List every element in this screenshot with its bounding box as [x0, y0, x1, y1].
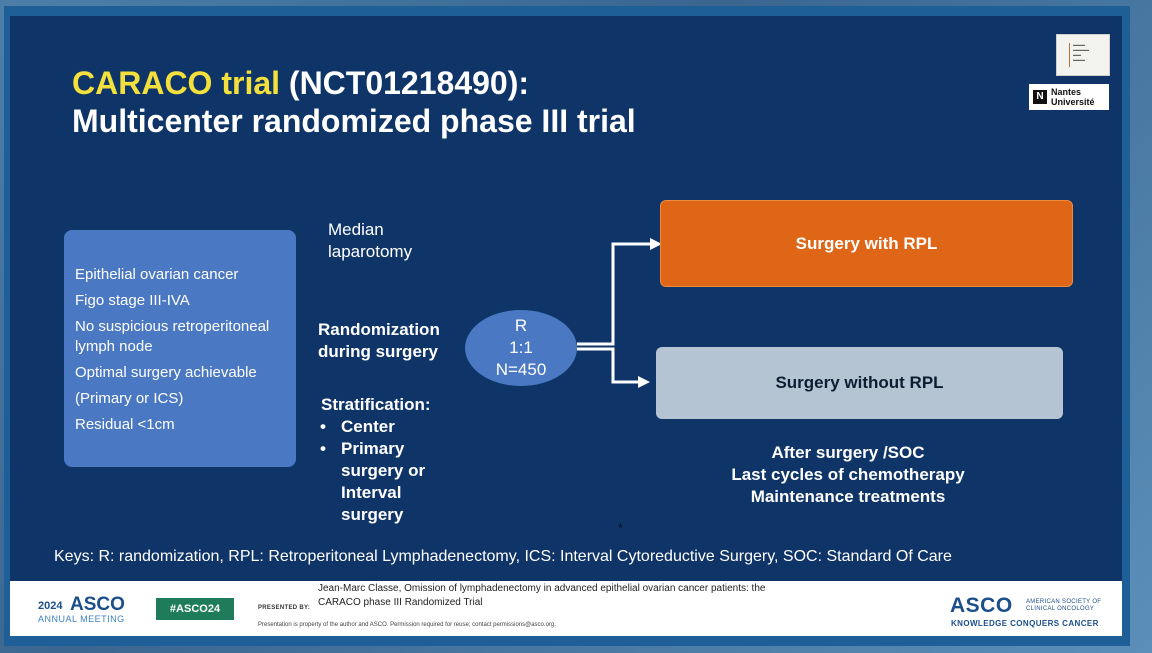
- arrow-to-rpl-arm: [577, 242, 652, 346]
- randomization-arrows: [577, 238, 662, 388]
- criteria-item: Epithelial ovarian cancer: [75, 266, 239, 283]
- randomization-label: Randomization during surgery: [318, 319, 440, 363]
- median-laparotomy-label: Median laparotomy: [328, 219, 412, 263]
- institute-logo-mark: [1069, 43, 1070, 67]
- median-laparotomy-line2: laparotomy: [328, 242, 413, 261]
- after-surgery-line: Maintenance treatments: [750, 487, 946, 506]
- arm-surgery-without-rpl: Surgery without RPL: [656, 347, 1063, 419]
- criteria-item: Optimal surgery achievable: [75, 364, 257, 381]
- nantes-logo-mark-icon: N: [1033, 90, 1047, 104]
- criteria-item: No suspicious retroperitoneal: [75, 318, 270, 335]
- stratification-item-label: surgery: [341, 505, 404, 524]
- institute-logo-text: ▬▬▬▬▬▬▬▬▬▬▬▬: [1073, 42, 1089, 62]
- arrowhead-icon: [638, 376, 650, 388]
- stratification-item-label: Interval: [341, 483, 402, 502]
- oval-line: 1:1: [509, 338, 533, 357]
- stratification-heading: Stratification:: [321, 395, 431, 414]
- slide-frame: CARACO trial (NCT01218490): Multicenter …: [4, 6, 1130, 646]
- meeting-year: 2024: [38, 600, 63, 612]
- bullet-icon: •: [320, 417, 326, 436]
- hashtag-badge: #ASCO24: [156, 598, 234, 620]
- randomization-line2: during surgery: [318, 342, 438, 361]
- stratification-item-label: Primary: [341, 439, 405, 458]
- annual-meeting-label: ANNUAL MEETING: [38, 614, 125, 624]
- randomization-line1: Randomization: [318, 320, 440, 339]
- society-tagline: KNOWLEDGE CONQUERS CANCER: [951, 619, 1099, 628]
- slide-main: CARACO trial (NCT01218490): Multicenter …: [10, 16, 1122, 581]
- nantes-logo-line2: Université: [1051, 97, 1095, 107]
- nantes-logo-line1: Nantes: [1051, 87, 1082, 97]
- presentation-title-line1: Jean-Marc Classe, Omission of lymphadene…: [318, 583, 766, 594]
- star-mark: *: [618, 521, 623, 535]
- nantes-universite-logo: N Nantes Université: [1029, 84, 1109, 110]
- arrow-to-no-rpl-arm: [577, 347, 640, 384]
- eligibility-criteria-box: Epithelial ovarian cancer Figo stage III…: [64, 230, 296, 467]
- society-name-line2: CLINICAL ONCOLOGY: [1026, 606, 1095, 612]
- criteria-item: Residual <1cm: [75, 416, 175, 433]
- society-name: AMERICAN SOCIETY OF CLINICAL ONCOLOGY: [1026, 599, 1101, 613]
- title-trial-id: (NCT01218490):: [280, 65, 530, 101]
- after-surgery-line: After surgery /SOC: [771, 443, 925, 462]
- bullet-icon: •: [320, 439, 326, 458]
- criteria-item: Figo stage III-IVA: [75, 292, 190, 309]
- asco-meeting-logo: ASCO: [70, 594, 125, 615]
- nantes-logo-text: Nantes Université: [1051, 87, 1095, 107]
- title-highlight: CARACO trial: [72, 65, 281, 101]
- arrowhead-icon: [650, 238, 662, 250]
- title-subtitle: Multicenter randomized phase III trial: [72, 103, 636, 139]
- institute-logo: ▬▬▬▬▬▬▬▬▬▬▬▬: [1056, 34, 1110, 76]
- criteria-item: lymph node: [75, 338, 153, 355]
- arm-surgery-with-rpl: Surgery with RPL: [660, 200, 1073, 287]
- randomization-oval: R 1:1 N=450: [465, 310, 577, 386]
- abbreviation-keys: Keys: R: randomization, RPL: Retroperito…: [54, 548, 952, 565]
- after-surgery-line: Last cycles of chemotherapy: [731, 465, 965, 484]
- footer-bar: 2024 ASCO ANNUAL MEETING #ASCO24 PRESENT…: [10, 581, 1122, 636]
- oval-line: N=450: [495, 360, 547, 379]
- criteria-item: (Primary or ICS): [75, 390, 184, 407]
- permission-notice: Presentation is property of the author a…: [258, 622, 556, 628]
- slide-title: CARACO trial (NCT01218490): Multicenter …: [72, 64, 636, 140]
- stratification-item-label: Center: [341, 417, 395, 436]
- median-laparotomy-line1: Median: [328, 220, 384, 239]
- stratification-item-label: surgery or: [341, 461, 426, 480]
- presented-by-label: PRESENTED BY:: [258, 605, 311, 611]
- society-name-line1: AMERICAN SOCIETY OF: [1026, 599, 1102, 605]
- presentation-title-line2: CARACO phase III Randomized Trial: [318, 597, 483, 608]
- oval-line: R: [514, 316, 528, 335]
- asco-society-logo: ASCO: [950, 594, 1013, 617]
